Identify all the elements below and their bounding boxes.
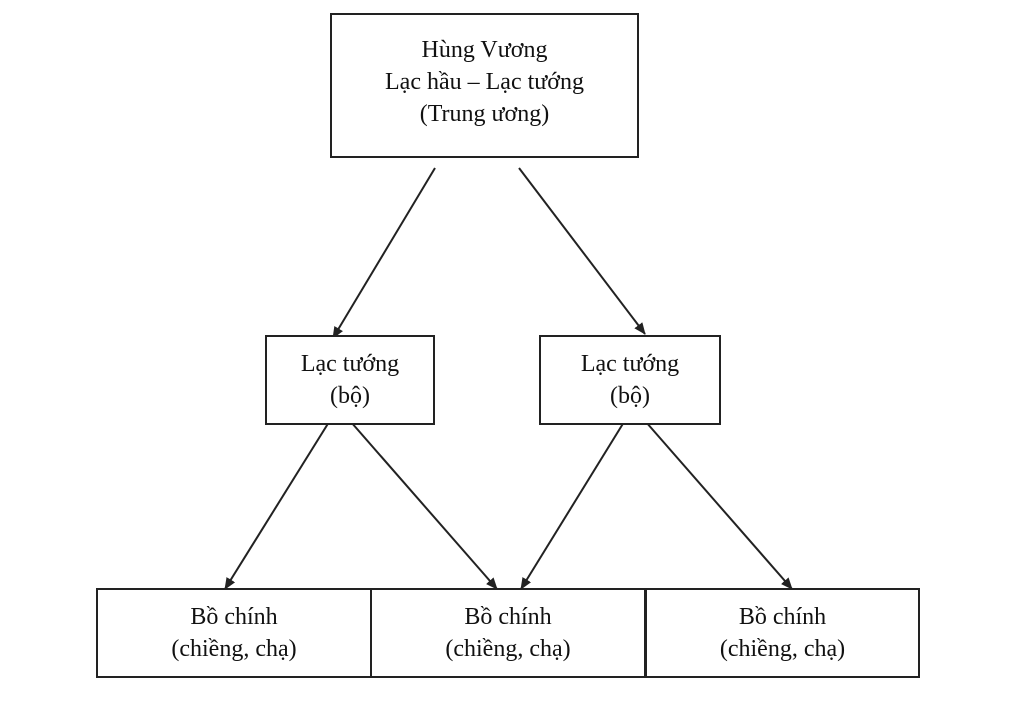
box-central-line3: (Trung ương) [419, 100, 550, 127]
box-lac-tuong-left-line1: Lạc tướng [300, 351, 400, 377]
box-bo-chinh-2-line2: (chiềng, chạ) [445, 636, 571, 662]
box-lac-tuong-left-line2: (bộ) [330, 383, 370, 409]
box-lac-tuong-right-line1: Lạc tướng [580, 351, 680, 377]
arrow-top-to-mid-right [518, 167, 646, 335]
box-bo-chinh-2-line1: Bồ chính [464, 604, 552, 630]
box-lac-tuong-left: Lạc tướng (bộ) [265, 335, 435, 425]
box-central-line2: Lạc hầu – Lạc tướng [385, 68, 584, 95]
box-bo-chinh-3-line1: Bồ chính [738, 604, 827, 630]
box-bo-chinh-1-line1: Bồ chính [190, 604, 278, 630]
arrow-top-to-mid-left [332, 167, 436, 339]
box-lac-tuong-right: Lạc tướng (bộ) [539, 335, 721, 425]
box-central-government: Hùng Vương Lạc hầu – Lạc tướng (Trung ươ… [330, 13, 639, 158]
box-bo-chinh-2: Bồ chính (chiềng, chạ) [370, 588, 646, 678]
arrow-mid-right-to-bot-2 [520, 421, 625, 590]
box-central-line1: Hùng Vương [421, 36, 548, 63]
box-bo-chinh-1: Bồ chính (chiềng, chạ) [96, 588, 372, 678]
box-bo-chinh-3-line2: (chiềng, chạ) [719, 636, 846, 662]
box-lac-tuong-right-line2: (bộ) [610, 383, 650, 409]
box-bo-chinh-1-line2: (chiềng, chạ) [171, 636, 297, 662]
box-bo-chinh-3: Bồ chính (chiềng, chạ) [645, 588, 920, 678]
arrow-mid-right-to-bot-3 [645, 421, 793, 590]
arrow-mid-left-to-bot-2 [350, 421, 498, 590]
arrow-mid-left-to-bot-1 [224, 421, 330, 590]
